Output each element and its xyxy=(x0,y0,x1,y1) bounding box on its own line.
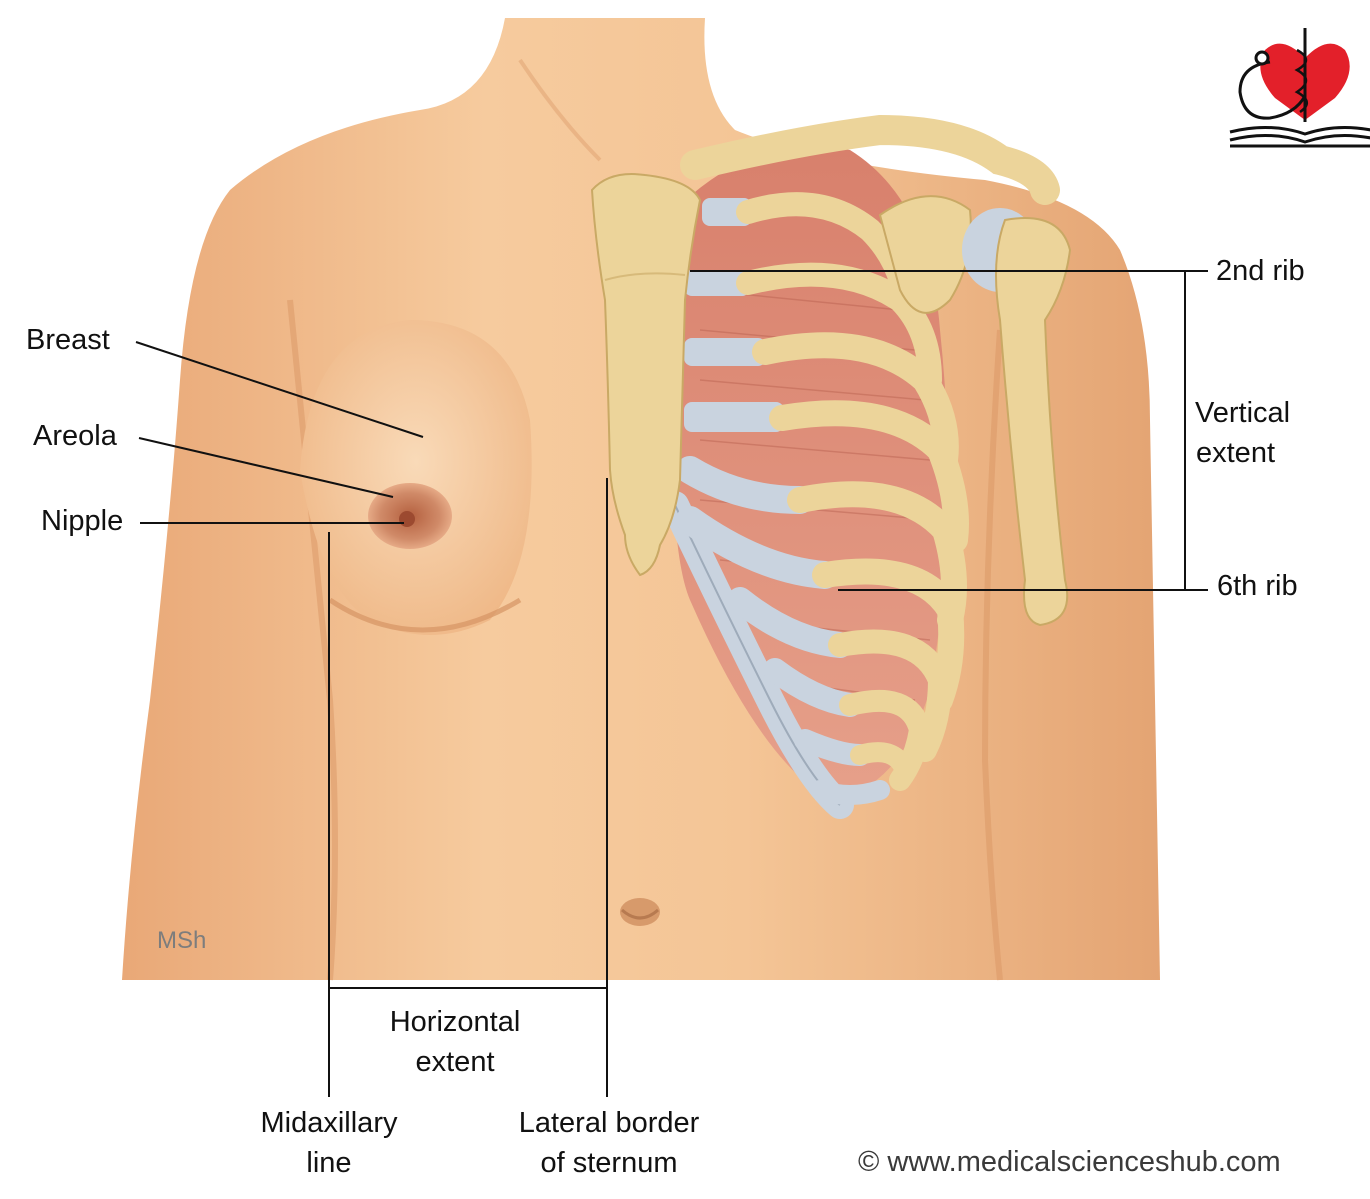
navel xyxy=(620,898,660,926)
rib-9 xyxy=(794,729,915,780)
midaxillary-label-line2: line xyxy=(306,1147,352,1179)
nipple-label: Nipple xyxy=(41,505,124,537)
sternum-border-label-line1: Lateral border xyxy=(518,1107,700,1139)
artist-initials: MSh xyxy=(157,927,207,954)
horizontal-extent-label-line1: Horizontal xyxy=(389,1006,521,1038)
breast-leader-line xyxy=(135,341,424,438)
rib2-label: 2nd rib xyxy=(1216,255,1305,287)
rib-7 xyxy=(727,587,953,762)
rib-2 xyxy=(684,262,942,392)
leader-lines xyxy=(135,270,1208,1097)
rib-4 xyxy=(684,400,969,553)
areola-label: Areola xyxy=(33,420,117,452)
midaxillary-label-line1: Midaxillary xyxy=(260,1107,398,1139)
areola-leader-line xyxy=(138,437,394,498)
rib-10 xyxy=(810,780,890,805)
sternum-border-label-line2: of sternum xyxy=(540,1147,678,1179)
breast xyxy=(300,320,532,635)
rib-cage xyxy=(590,145,969,819)
vertical-extent-label-line2: extent xyxy=(1196,437,1275,469)
copyright-notice: © www.medicalscienceshub.com xyxy=(858,1146,1281,1178)
rib-3 xyxy=(684,332,959,473)
breast-label: Breast xyxy=(26,324,110,356)
rib6-label: 6th rib xyxy=(1217,570,1298,602)
vertical-extent-label-line1: Vertical xyxy=(1195,397,1291,429)
humerus xyxy=(995,217,1072,627)
horizontal-extent-label-line2: extent xyxy=(415,1046,495,1078)
stethoscope-heart-book-icon xyxy=(1229,28,1370,148)
clavicle xyxy=(680,114,1060,205)
nipple xyxy=(399,511,415,527)
